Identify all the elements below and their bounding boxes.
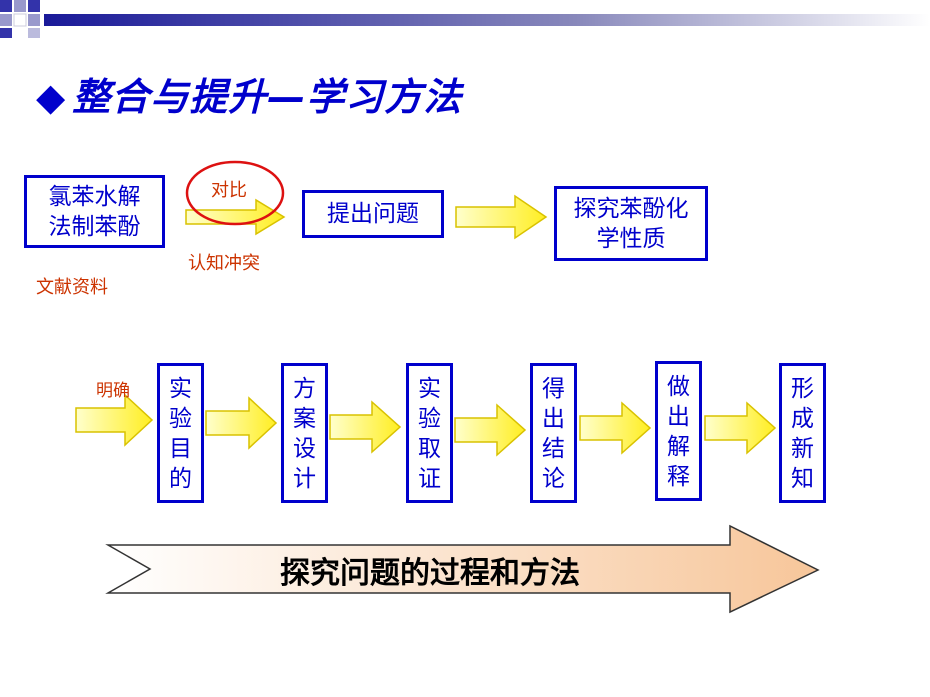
arrow-to-explore bbox=[455, 194, 548, 240]
box-raise-question: 提出问题 bbox=[302, 190, 444, 238]
title-text: 整合与提升—学习方法 bbox=[72, 75, 463, 119]
box1-line1: 氯苯水解 bbox=[48, 183, 141, 210]
arrow-lead bbox=[75, 393, 154, 447]
label-clarify: 明确 bbox=[96, 381, 130, 401]
step-box-new-knowledge: 形成新知 bbox=[779, 363, 826, 503]
box-explore-phenol: 探究苯酚化 学性质 bbox=[554, 186, 708, 261]
arrow-step-4 bbox=[579, 401, 652, 455]
label-literature: 文献资料 bbox=[36, 277, 108, 298]
box2-text: 提出问题 bbox=[327, 201, 419, 227]
banner-arrow bbox=[105, 524, 820, 614]
arrow-step-5 bbox=[704, 401, 777, 455]
header-decoration bbox=[0, 0, 930, 38]
step-box-experiment-purpose: 实验目的 bbox=[157, 363, 204, 503]
arrow-step-1 bbox=[205, 396, 278, 450]
step-box-experiment-evidence: 实验取证 bbox=[406, 363, 453, 503]
box1-line2: 法制苯酚 bbox=[48, 213, 141, 240]
arrow-step-2 bbox=[329, 400, 402, 454]
box-chlorobenzene-hydrolysis: 氯苯水解 法制苯酚 bbox=[24, 175, 165, 248]
step-box-draw-conclusion: 得出结论 bbox=[530, 363, 577, 503]
diamond-bullet-icon: ◆ bbox=[36, 75, 67, 119]
box3-line2: 学性质 bbox=[596, 225, 666, 252]
step-box-explain: 做出解释 bbox=[655, 361, 702, 501]
arrow-step-3 bbox=[454, 403, 527, 457]
label-cognitive-conflict: 认知冲突 bbox=[188, 253, 260, 274]
box3-line1: 探究苯酚化 bbox=[573, 195, 689, 222]
step-box-plan-design: 方案设计 bbox=[281, 363, 328, 503]
label-compare: 对比 bbox=[211, 180, 247, 201]
arrow-compare bbox=[185, 198, 286, 236]
slide-title: ◆整合与提升—学习方法 bbox=[36, 66, 462, 121]
highlight-circle bbox=[185, 160, 285, 226]
banner-text: 探究问题的过程和方法 bbox=[280, 556, 580, 591]
